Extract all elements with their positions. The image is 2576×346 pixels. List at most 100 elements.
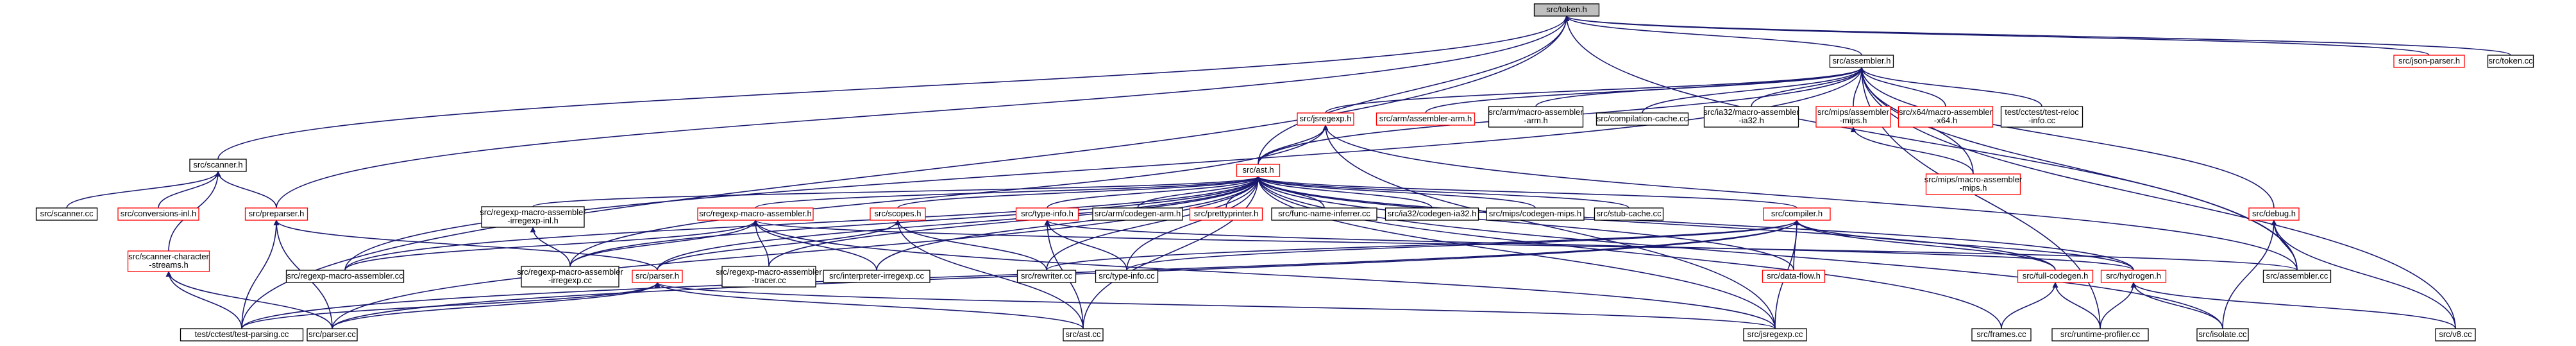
node-label: test/cctest/test-parsing.cc <box>195 329 289 339</box>
file-node-interpreter-irregexp-cc[interactable]: src/interpreter-irregexp.cc <box>823 270 930 283</box>
node-label: -x64.h <box>1934 116 1957 125</box>
file-node-arm-codegen-arm-h[interactable]: src/arm/codegen-arm.h <box>1092 207 1183 221</box>
file-node-token-cc[interactable]: src/token.cc <box>2487 55 2534 68</box>
node-box <box>1925 173 2021 195</box>
file-node-regexp-irregexp-cc[interactable]: src/regexp-macro-assembler-irregexp.cc <box>517 266 623 288</box>
node-label: -mips.h <box>1840 116 1867 125</box>
file-node-prettyprinter-h[interactable]: src/prettyprinter.h <box>1189 207 1263 221</box>
file-node-scanner-char-streams-h[interactable]: src/scanner-character-streams.h <box>127 250 210 272</box>
node-label: src/parser.h <box>636 271 679 281</box>
edge-jsregexp_cc-to-ast_h <box>1255 176 1776 329</box>
file-node-jsregexp-cc[interactable]: src/jsregexp.cc <box>1743 328 1807 342</box>
node-label: src/json-parser.h <box>2398 56 2460 65</box>
edge-hydrogen_h-to-type_info_h <box>1044 220 2134 271</box>
file-node-assembler-h[interactable]: src/assembler.h <box>1829 55 1894 68</box>
node-box <box>1297 112 1354 126</box>
edge-test_parsing_cc-to-token_h <box>241 15 1570 329</box>
edge-ast_h-to-jsregexp_h <box>1258 125 1329 165</box>
node-box <box>307 328 358 342</box>
file-node-assembler-cc[interactable]: src/assembler.cc <box>2262 270 2332 283</box>
node-box <box>1971 328 2032 342</box>
file-node-scopes-h[interactable]: src/scopes.h <box>870 207 926 221</box>
edge-scanner_cc-to-scanner_h <box>66 171 221 209</box>
edge-test_parsing_cc-to-scanner_char_streams_h <box>165 271 242 329</box>
node-label: src/compiler.h <box>1771 209 1823 218</box>
file-node-conversions-inl-h[interactable]: src/conversions-inl.h <box>117 207 199 221</box>
file-node-json-parser-h[interactable]: src/json-parser.h <box>2393 55 2465 68</box>
file-node-type-info-h[interactable]: src/type-info.h <box>1015 207 1079 221</box>
file-node-ia32-codegen-h[interactable]: src/ia32/codegen-ia32.h <box>1385 207 1479 221</box>
file-node-full-codegen-h[interactable]: src/full-codegen.h <box>2017 270 2094 283</box>
edge-full_codegen_h-to-ast_h <box>1255 176 2056 271</box>
file-node-isolate-cc[interactable]: src/isolate.cc <box>2196 328 2249 342</box>
edge-isolate_cc-to-ast_h <box>1255 176 2223 329</box>
file-node-hydrogen-h[interactable]: src/hydrogen.h <box>2100 270 2167 283</box>
node-box <box>1092 207 1183 221</box>
edge-conversions_inl_h-to-scanner_h <box>158 171 221 209</box>
node-label: src/regexp-macro-assembler.cc <box>287 271 403 281</box>
node-label: -arm.h <box>1524 116 1548 125</box>
file-node-test-parsing-cc[interactable]: test/cctest/test-parsing.cc <box>180 328 304 342</box>
edge-regexp_tracer_cc-to-regexp_macro_asm_h <box>752 220 770 267</box>
file-node-compilation-cache-cc[interactable]: src/compilation-cache.cc <box>1595 112 1689 126</box>
node-label: src/ast.h <box>1242 165 1274 175</box>
edge-type_info_cc-to-ast_h <box>1126 176 1261 271</box>
edge-assembler_cc-to-jsregexp_h <box>1322 125 2298 271</box>
edge-jsregexp_cc-to-jsregexp_h <box>1322 125 1776 329</box>
edge-token_cc-to-token_h <box>1563 15 2511 56</box>
node-label: src/assembler.cc <box>2266 271 2328 281</box>
edge-frames_cc-to-ast_h <box>1255 176 2002 329</box>
file-node-x64-macro-asm-h[interactable]: src/x64/macro-assembler-x64.h <box>1898 106 1994 128</box>
edge-rewriter_cc-to-scopes_h <box>895 220 1047 271</box>
file-node-stub-cache-cc[interactable]: src/stub-cache.cc <box>1594 207 1664 221</box>
file-node-type-info-cc[interactable]: src/type-info.cc <box>1095 270 1159 283</box>
node-label: src/stub-cache.cc <box>1596 209 1662 218</box>
file-node-mips-macro-asm-h[interactable]: src/mips/macro-assembler-mips.h <box>1924 173 2023 195</box>
edge-runtime_profiler_cc-to-full_codegen_h <box>2052 282 2101 329</box>
file-node-data-flow-h[interactable]: src/data-flow.h <box>1762 270 1826 283</box>
file-node-ia32-macro-asm-h[interactable]: src/ia32/macro-assembler-ia32.h <box>1703 106 1799 128</box>
node-box <box>1236 164 1281 177</box>
file-node-arm-macro-asm-h[interactable]: src/arm/macro-assembler-arm.h <box>1488 106 1583 128</box>
edge-x64_macro_asm_h-to-assembler_h <box>1858 67 1946 107</box>
file-node-parser-cc[interactable]: src/parser.cc <box>307 328 358 342</box>
edge-ast_h-to-token_h <box>1258 15 1570 165</box>
file-node-frames-cc[interactable]: src/frames.cc <box>1971 328 2032 342</box>
node-box <box>1743 328 1807 342</box>
file-node-compiler-h[interactable]: src/compiler.h <box>1763 207 1831 221</box>
node-box <box>2051 328 2149 342</box>
file-node-parser-h[interactable]: src/parser.h <box>632 270 683 283</box>
file-node-func-name-inferrer-cc[interactable]: src/func-name-inferrer.cc <box>1271 207 1377 221</box>
file-node-preparser-h[interactable]: src/preparser.h <box>244 207 308 221</box>
node-box <box>244 207 308 221</box>
node-label: src/isolate.cc <box>2198 329 2247 339</box>
file-node-regexp-tracer-cc[interactable]: src/regexp-macro-assembler-tracer.cc <box>716 266 822 288</box>
file-node-runtime-profiler-cc[interactable]: src/runtime-profiler.cc <box>2051 328 2149 342</box>
file-node-ast-h[interactable]: src/ast.h <box>1236 164 1281 177</box>
node-box <box>1815 106 1891 128</box>
file-node-regexp-macro-asm-h[interactable]: src/regexp-macro-assembler.h <box>697 207 814 221</box>
file-node-ast-cc[interactable]: src/ast.cc <box>1063 328 1104 342</box>
file-node-scanner-cc[interactable]: src/scanner.cc <box>35 207 98 221</box>
file-node-mips-asm-mips-h[interactable]: src/mips/assembler-mips.h <box>1815 106 1891 128</box>
node-label: src/arm/macro-assembler <box>1488 107 1583 117</box>
file-node-rewriter-cc[interactable]: src/rewriter.cc <box>1016 270 1077 283</box>
edge-test_parsing_cc-to-parser_h <box>241 282 661 329</box>
edge-hydrogen_h-to-ast_h <box>1255 176 2134 271</box>
file-node-v8-cc[interactable]: src/v8.cc <box>2435 328 2476 342</box>
node-box <box>1015 207 1079 221</box>
file-node-test-reloc-cc[interactable]: test/cctest/test-reloc-info.cc <box>2000 106 2084 128</box>
file-node-mips-codegen-h[interactable]: src/mips/codegen-mips.h <box>1486 207 1585 221</box>
file-node-jsregexp-h[interactable]: src/jsregexp.h <box>1297 112 1354 126</box>
file-node-arm-asm-arm-h[interactable]: src/arm/assembler-arm.h <box>1376 112 1476 126</box>
file-node-regexp-macro-asm-cc[interactable]: src/regexp-macro-assembler.cc <box>285 270 405 283</box>
file-node-regexp-irregexp-inl-h[interactable]: src/regexp-macro-assembler-irregexp-inl.… <box>480 206 586 228</box>
file-node-token-h[interactable]: src/token.h <box>1533 3 1600 17</box>
file-node-scanner-h[interactable]: src/scanner.h <box>189 159 247 172</box>
edge-ast_cc-to-parser_h <box>654 282 1084 329</box>
node-label: src/mips/codegen-mips.h <box>1489 209 1582 218</box>
node-box <box>1595 112 1689 126</box>
node-box <box>1385 207 1479 221</box>
edge-v8_cc-to-hydrogen_h <box>2130 282 2456 329</box>
file-node-debug-h[interactable]: src/debug.h <box>2248 207 2300 221</box>
